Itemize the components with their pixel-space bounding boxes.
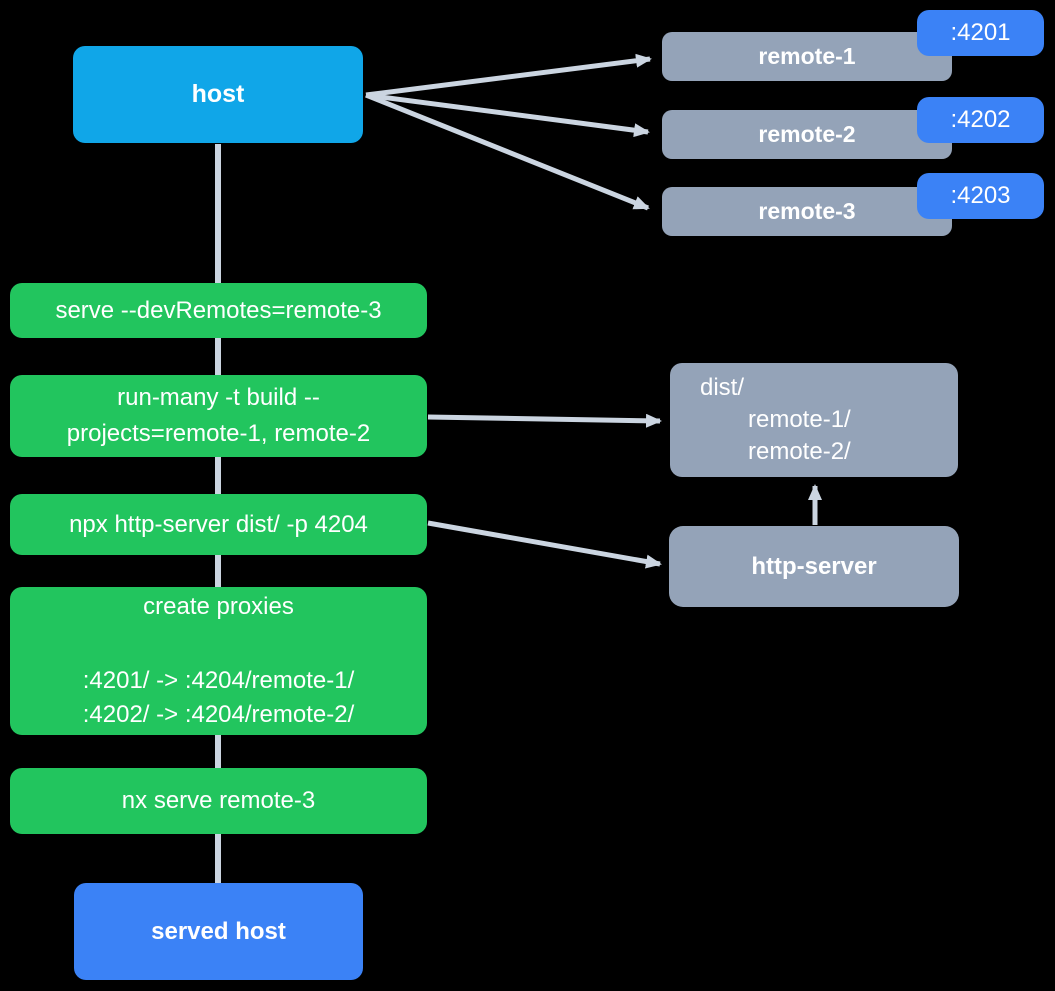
node-remote-3: remote-3 bbox=[662, 187, 952, 236]
port-badge-4202: :4202 bbox=[917, 97, 1044, 143]
step-create-proxies: create proxies :4201/ -> :4204/remote-1/… bbox=[10, 587, 427, 735]
edge-host-to-remote-1 bbox=[365, 53, 652, 98]
dist-root-label: dist/ bbox=[700, 374, 745, 401]
served-host-label: served host bbox=[151, 917, 286, 945]
edge-runmany-to-dist bbox=[427, 413, 662, 428]
remote-2-label: remote-2 bbox=[758, 121, 856, 147]
node-served-host: served host bbox=[74, 883, 363, 980]
port-4203-label: :4203 bbox=[950, 182, 1011, 209]
port-4201-label: :4201 bbox=[950, 19, 1011, 46]
port-badge-4201: :4201 bbox=[917, 10, 1044, 56]
step-npx-http-server: npx http-server dist/ -p 4204 bbox=[10, 494, 427, 555]
dist-remote-2-label: remote-2/ bbox=[748, 438, 851, 465]
node-http-server: http-server bbox=[669, 526, 959, 607]
step-run-many-line-2: projects=remote-1, remote-2 bbox=[66, 420, 371, 447]
step-npx-http-server-text: npx http-server dist/ -p 4204 bbox=[69, 510, 368, 538]
port-badge-4203: :4203 bbox=[917, 173, 1044, 219]
remote-3-label: remote-3 bbox=[758, 198, 856, 224]
step-run-many-line-1: run-many -t build -- bbox=[117, 384, 320, 411]
step-serve-devremotes-text: serve --devRemotes=remote-3 bbox=[55, 296, 382, 324]
node-dist-folder: dist/ remote-1/ remote-2/ bbox=[670, 363, 958, 477]
edge-host-to-remote-3 bbox=[365, 92, 650, 211]
dist-remote-1-label: remote-1/ bbox=[748, 406, 851, 433]
edge-npx-to-httpserver bbox=[427, 520, 662, 569]
node-host: host bbox=[73, 46, 363, 143]
host-label: host bbox=[191, 80, 245, 108]
step-nx-serve-remote-3-text: nx serve remote-3 bbox=[121, 787, 316, 814]
node-remote-1: remote-1 bbox=[662, 32, 952, 81]
remote-1-label: remote-1 bbox=[758, 43, 856, 69]
step-serve-devremotes: serve --devRemotes=remote-3 bbox=[10, 283, 427, 338]
create-proxies-title: create proxies bbox=[143, 593, 294, 620]
proxy-rule-4201: :4201/ -> :4204/remote-1/ bbox=[82, 667, 355, 694]
proxy-rule-4202: :4202/ -> :4204/remote-2/ bbox=[82, 701, 355, 728]
step-run-many-build: run-many -t build -- projects=remote-1, … bbox=[10, 375, 427, 457]
port-4202-label: :4202 bbox=[950, 106, 1011, 133]
edge-host-to-remote-2 bbox=[365, 92, 650, 138]
step-nx-serve-remote-3: nx serve remote-3 bbox=[10, 768, 427, 834]
node-remote-2: remote-2 bbox=[662, 110, 952, 159]
http-server-label: http-server bbox=[751, 552, 877, 580]
